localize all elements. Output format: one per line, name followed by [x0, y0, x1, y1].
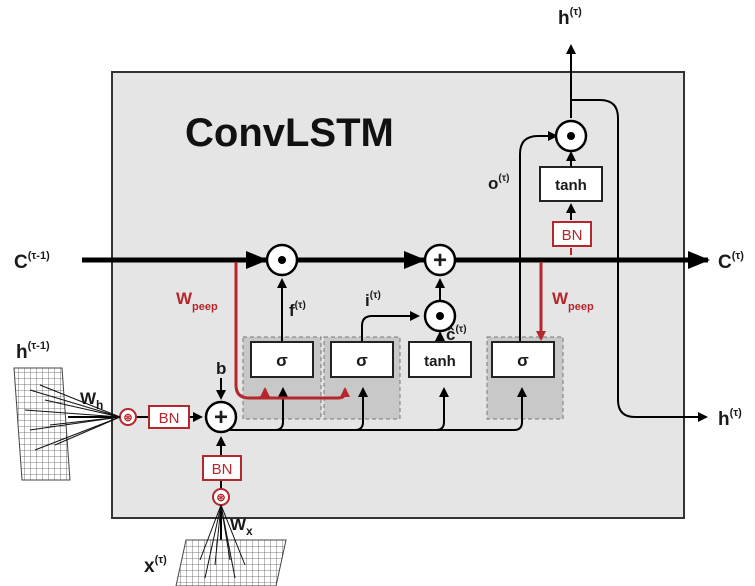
forget-gate: σ: [250, 341, 314, 378]
svg-text:+: +: [214, 404, 228, 431]
output-gate: σ: [491, 341, 555, 378]
c-prev-sup: (τ-1): [28, 250, 50, 262]
svg-text:C(τ): C(τ): [718, 250, 744, 273]
svg-text:h(τ-1): h(τ-1): [16, 340, 50, 363]
svg-text:C(τ-1): C(τ-1): [14, 250, 50, 273]
x-label: x(τ): [144, 554, 167, 577]
svg-text:σ: σ: [276, 351, 288, 370]
h-input-grid: [13, 367, 121, 481]
bn-h-box: BN: [148, 405, 190, 429]
cell-box: [111, 71, 685, 519]
peephole-lines: [234, 248, 572, 400]
svg-text:σ: σ: [517, 351, 529, 370]
bias-label: b: [216, 359, 226, 378]
c-prev-label: C(τ-1): [14, 250, 50, 273]
svg-text:x(τ): x(τ): [144, 554, 167, 577]
diagram-title: ConvLSTM: [185, 111, 394, 155]
input-bus: [221, 387, 527, 431]
svg-text:h(τ): h(τ): [718, 407, 742, 430]
svg-text:tanh: tanh: [555, 177, 587, 194]
x-input-grid: [175, 504, 287, 586]
input-gate: σ: [330, 341, 394, 378]
conv-x-op: ⊛: [212, 488, 230, 506]
gate-connections: [277, 44, 708, 422]
h-top-label: h(τ): [558, 6, 582, 29]
bn-out-box: BN: [552, 221, 592, 247]
h-prev-label: h(τ-1): [16, 340, 50, 363]
input-mult-op: [423, 299, 457, 333]
svg-text:⊛: ⊛: [123, 412, 132, 424]
svg-text:BN: BN: [562, 227, 583, 244]
bn-x-box: BN: [202, 455, 242, 481]
svg-text:h(τ): h(τ): [558, 6, 582, 29]
svg-text:tanh: tanh: [424, 353, 456, 370]
conv-h-op: ⊛: [119, 408, 137, 426]
forget-mult-op: [265, 243, 299, 277]
svg-text:+: +: [433, 247, 447, 274]
svg-text:⊛: ⊛: [216, 492, 225, 504]
h-right-label: h(τ): [718, 407, 742, 430]
output-mult-op: [554, 119, 588, 153]
svg-text:BN: BN: [212, 461, 233, 478]
cell-add-op: +: [423, 243, 457, 277]
candidate-gate: tanh: [408, 341, 472, 378]
c-out-label: C(τ): [718, 250, 744, 273]
svg-text:BN: BN: [159, 410, 180, 427]
input-sum-op: +: [204, 400, 238, 434]
output-tanh: tanh: [539, 166, 603, 202]
svg-text:σ: σ: [356, 351, 368, 370]
